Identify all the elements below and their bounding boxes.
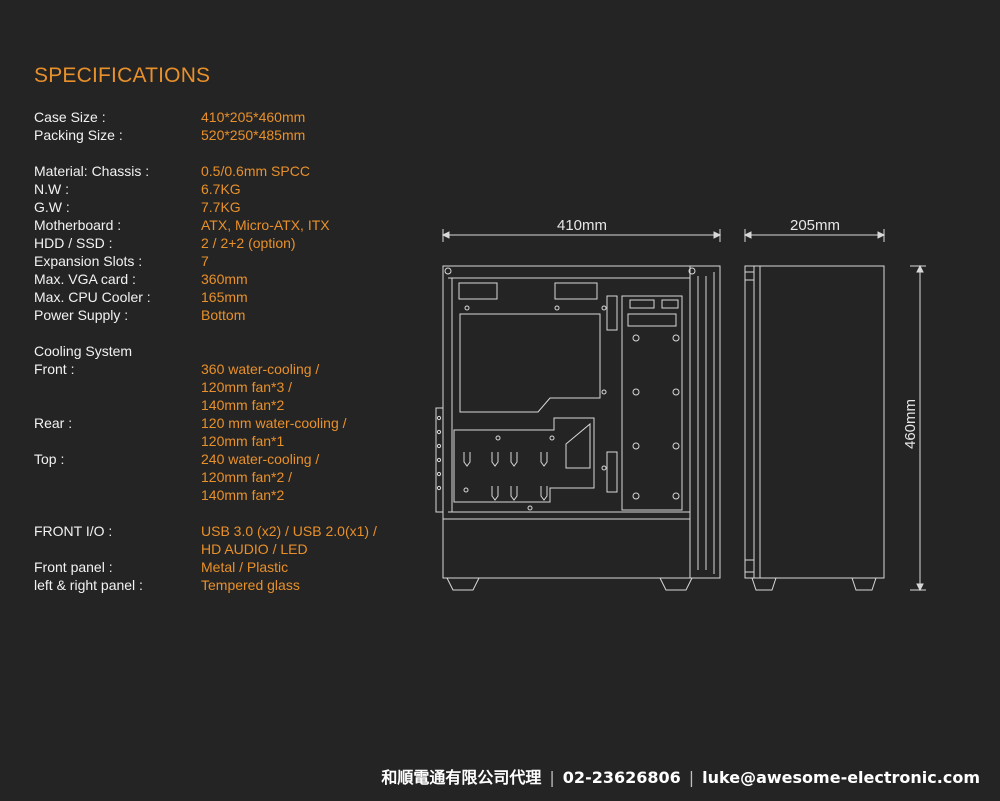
spec-label: Expansion Slots : <box>34 253 143 269</box>
spec-row-front-io: FRONT I/O : USB 3.0 (x2) / USB 2.0(x1) /… <box>34 522 434 558</box>
spec-label: Case Size : <box>34 109 106 125</box>
spec-row-hdd-ssd: HDD / SSD : 2 / 2+2 (option) <box>34 234 434 252</box>
footer-contact: 和順電通有限公司代理 | 02-23626806 | luke@awesome-elec… <box>381 764 980 788</box>
spec-value: 165mm <box>201 289 248 305</box>
spec-label: Max. CPU Cooler : <box>34 289 151 305</box>
spec-value: 520*250*485mm <box>201 127 306 143</box>
spec-label: Motherboard : <box>34 217 122 233</box>
spec-label: Front : <box>34 361 75 377</box>
spec-row-material: Material: Chassis : 0.5/0.6mm SPCC <box>34 162 434 180</box>
spec-row-case-size: Case Size : 410*205*460mm <box>34 108 434 126</box>
spec-label: FRONT I/O : <box>34 523 113 539</box>
side-view-case <box>435 265 721 591</box>
spec-value: 240 water-cooling / 120mm fan*2 / 140mm … <box>201 451 320 503</box>
email-address: luke@awesome-electronic.com <box>702 768 980 787</box>
spec-label: Front panel : <box>34 559 113 575</box>
height-dimension-label: 460mm <box>902 399 919 449</box>
case-technical-drawing: 410mm 205mm 460mm <box>435 217 926 592</box>
spec-list: Case Size : 410*205*460mm Packing Size :… <box>34 108 434 594</box>
spec-label: HDD / SSD : <box>34 235 113 251</box>
company-name: 和順電通有限公司代理 <box>381 768 542 787</box>
spec-value: 360 water-cooling / 120mm fan*3 / 140mm … <box>201 361 320 413</box>
spec-value: 0.5/0.6mm SPCC <box>201 163 310 179</box>
spec-heading-cooling: Cooling System <box>34 342 434 360</box>
spec-value: 120 mm water-cooling / 120mm fan*1 <box>201 415 347 449</box>
spec-row-packing-size: Packing Size : 520*250*485mm <box>34 126 434 144</box>
spec-label: N.W : <box>34 181 69 197</box>
spec-value: 360mm <box>201 271 248 287</box>
spec-label: Rear : <box>34 415 73 431</box>
spec-label: Material: Chassis : <box>34 163 150 179</box>
spec-row-expansion: Expansion Slots : 7 <box>34 252 434 270</box>
phone-number: 02-23626806 <box>562 768 681 787</box>
spec-row-front-panel: Front panel : Metal / Plastic <box>34 558 434 576</box>
width-dimension-label: 205mm <box>790 217 840 234</box>
spec-value: Metal / Plastic <box>201 559 289 575</box>
section-heading: Cooling System <box>34 343 133 359</box>
page-title: SPECIFICATIONS <box>34 64 211 87</box>
spec-row-rear-cooling: Rear : 120 mm water-cooling / 120mm fan*… <box>34 414 434 450</box>
spec-label: left & right panel : <box>34 577 143 593</box>
spec-row-cpu-cooler: Max. CPU Cooler : 165mm <box>34 288 434 306</box>
spec-row-gw: G.W : 7.7KG <box>34 198 434 216</box>
width-dimension-line <box>743 229 886 242</box>
spec-value: 7 <box>201 253 209 269</box>
spec-row-psu: Power Supply : Bottom <box>34 306 434 324</box>
spec-value: USB 3.0 (x2) / USB 2.0(x1) / HD AUDIO / … <box>201 523 377 557</box>
spec-value: Bottom <box>201 307 246 323</box>
spec-row-front-cooling: Front : 360 water-cooling / 120mm fan*3 … <box>34 360 434 414</box>
spec-row-top-cooling: Top : 240 water-cooling / 120mm fan*2 / … <box>34 450 434 504</box>
spec-label: Top : <box>34 451 65 467</box>
front-view-case <box>744 265 885 591</box>
spec-label: Max. VGA card : <box>34 271 136 287</box>
spec-row-motherboard: Motherboard : ATX, Micro-ATX, ITX <box>34 216 434 234</box>
spec-label: Packing Size : <box>34 127 123 143</box>
length-dimension-label: 410mm <box>557 217 607 234</box>
spec-row-nw: N.W : 6.7KG <box>34 180 434 198</box>
spec-row-side-panel: left & right panel : Tempered glass <box>34 576 434 594</box>
height-dimension-line <box>910 264 926 592</box>
footer-separator: | <box>549 768 555 787</box>
footer-separator: | <box>688 768 695 787</box>
spec-value: ATX, Micro-ATX, ITX <box>201 217 330 233</box>
spec-value: Tempered glass <box>201 577 300 593</box>
spec-value: 2 / 2+2 (option) <box>201 235 296 251</box>
spec-value: 410*205*460mm <box>201 109 306 125</box>
spec-value: 7.7KG <box>201 199 241 215</box>
spec-row-vga: Max. VGA card : 360mm <box>34 270 434 288</box>
spec-label: G.W : <box>34 199 70 215</box>
spec-label: Power Supply : <box>34 307 129 323</box>
length-dimension-line <box>441 229 722 242</box>
spec-value: 6.7KG <box>201 181 241 197</box>
